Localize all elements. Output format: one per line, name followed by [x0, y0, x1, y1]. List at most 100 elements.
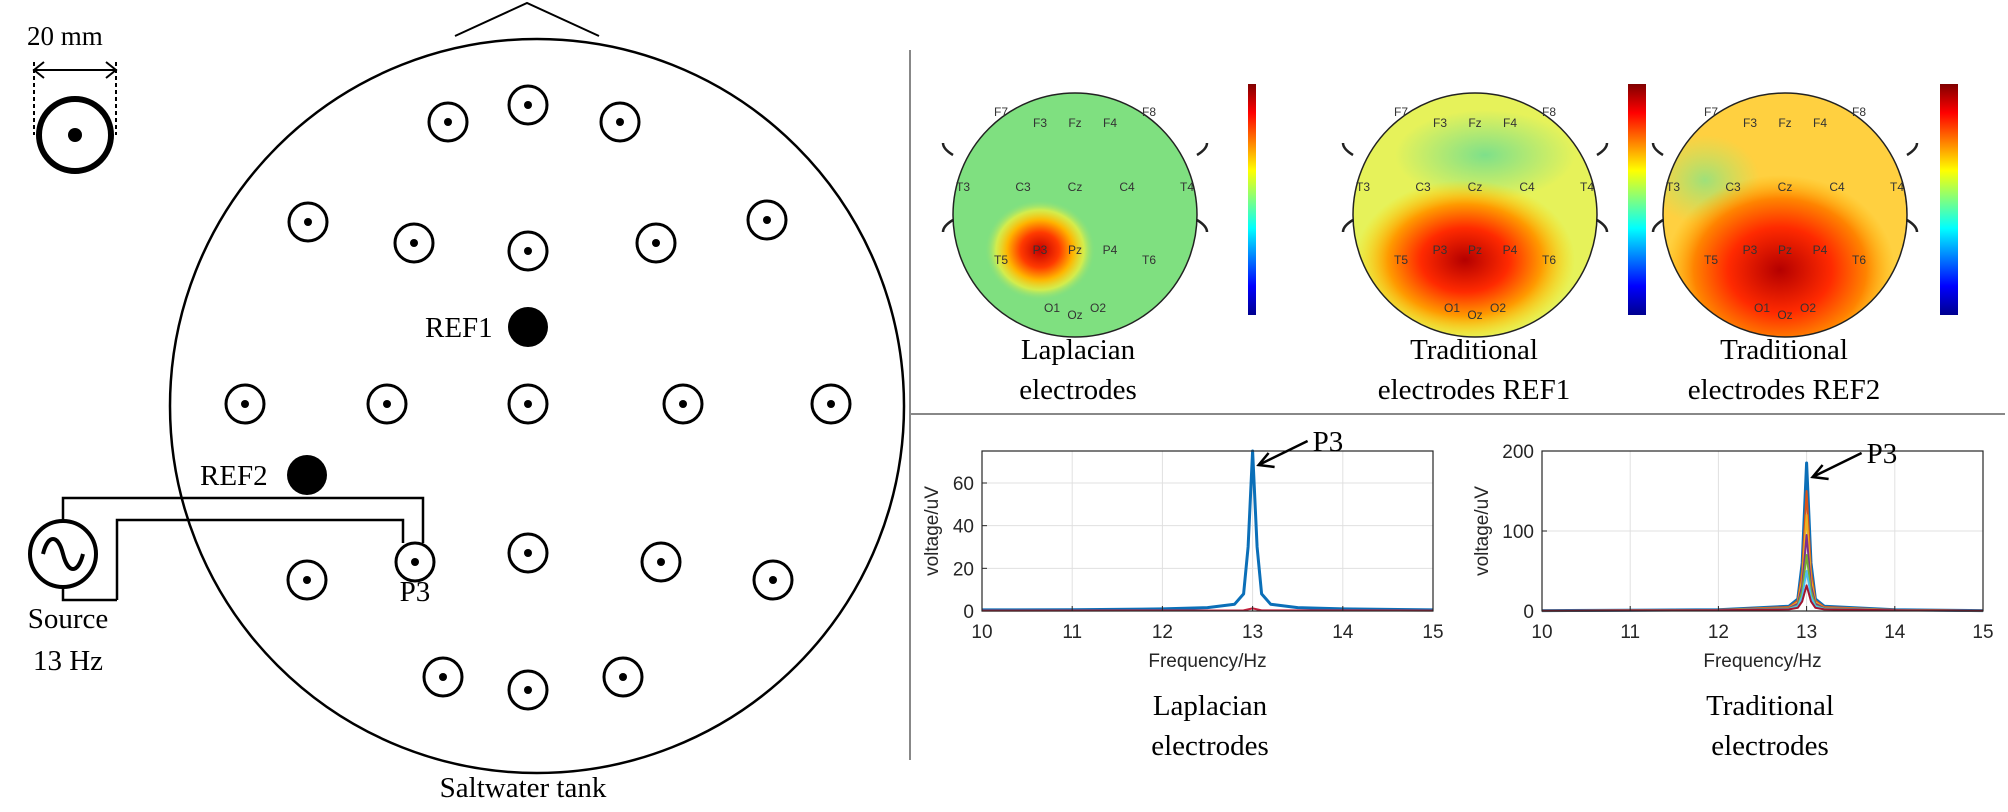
electrode-label: Oz: [1777, 308, 1792, 322]
electrode-label: T3: [1666, 180, 1680, 194]
topo-caption-line1: Traditional: [1410, 334, 1538, 366]
electrode-label: P4: [1503, 243, 1518, 257]
electrode-icon: [640, 541, 682, 583]
electrode-icon: [752, 559, 794, 601]
electrode-icon: [422, 656, 464, 698]
electrode-label: P3: [1033, 243, 1048, 257]
electrode-icon: [662, 383, 704, 425]
ref1-electrode: [508, 307, 548, 347]
topo-caption-line1: Laplacian: [1021, 334, 1136, 366]
peak-annotation-label: P3: [1867, 438, 1898, 470]
series-line: [1541, 554, 1984, 612]
electrode-label: T5: [1704, 253, 1718, 267]
ear-mark: [941, 218, 954, 233]
y-tick-label: 200: [1502, 442, 1534, 463]
electrode-label: Cz: [1468, 180, 1483, 194]
electrode-icon: [286, 559, 328, 601]
x-tick-label: 12: [1152, 622, 1173, 643]
colorbar: [1248, 84, 1256, 315]
series-line: [1541, 570, 1984, 612]
ref2-electrode: [287, 455, 327, 495]
x-tick-label: 11: [1062, 622, 1082, 643]
topo-hotspot: [985, 200, 1095, 300]
tank-diagram: 20 mm REF1 REF2 Source: [27, 1, 906, 804]
scale-electrode-icon: [36, 96, 114, 174]
ear-mark: [1651, 218, 1664, 233]
tank-label: Saltwater tank: [440, 772, 607, 804]
tank-nose: [454, 1, 600, 37]
electrode-icon: [394, 541, 436, 583]
electrode-label: T3: [956, 180, 970, 194]
x-tick-label: 10: [1531, 622, 1552, 643]
series-line: [1541, 534, 1984, 612]
electrode-icon: [599, 101, 641, 143]
y-tick-label: 20: [953, 559, 974, 580]
chart-caption-line1: Traditional: [1706, 690, 1834, 722]
x-tick-label: 11: [1620, 622, 1640, 643]
head-outline: [1352, 92, 1598, 338]
electrode-label: T4: [1180, 180, 1194, 194]
x-tick-label: 14: [1332, 622, 1354, 643]
electrode-label: F4: [1813, 116, 1827, 130]
electrode-label: Oz: [1467, 308, 1482, 322]
electrode-icon: [746, 199, 788, 241]
electrode-label: F3: [1433, 116, 1447, 130]
x-tick-label: 15: [1422, 622, 1443, 643]
electrode-label: T6: [1542, 253, 1556, 267]
source-wire-inner: [115, 518, 405, 600]
electrode-label: F7: [1704, 105, 1718, 119]
electrode-label: F7: [994, 105, 1008, 119]
source-wire-outer: [61, 496, 425, 543]
electrode-icon: [507, 84, 549, 126]
scale-arrow: [32, 61, 118, 135]
electrode-icon: [507, 532, 549, 574]
electrode-label: P3: [1433, 243, 1448, 257]
electrode-label: P4: [1103, 243, 1118, 257]
head-outline: [1662, 92, 1908, 338]
chart-caption-line2: electrodes: [1711, 730, 1829, 762]
electrode-label: F8: [1852, 105, 1866, 119]
electrode-label: Pz: [1778, 243, 1792, 257]
electrode-label: F4: [1503, 116, 1517, 130]
electrode-label: Cz: [1778, 180, 1793, 194]
ear-mark: [1596, 218, 1609, 233]
x-axis-label: Frequency/Hz: [1148, 651, 1266, 672]
series-line: [1541, 490, 1984, 612]
topo-hotspot: [1665, 175, 1895, 337]
series-line: [1541, 584, 1984, 612]
electrode-icon: [366, 383, 408, 425]
ac-source-icon: [28, 519, 98, 589]
electrode-icon: [224, 383, 266, 425]
y-axis-label: voltage/uV: [1472, 486, 1493, 576]
electrode-array: [224, 84, 852, 711]
electrode-label: F8: [1542, 105, 1556, 119]
electrode-label: T4: [1890, 180, 1904, 194]
electrode-icon: [602, 656, 644, 698]
series-line: [981, 449, 1434, 612]
electrode-label: F3: [1033, 116, 1047, 130]
electrode-label: T3: [1356, 180, 1370, 194]
electrode-label: Fz: [1068, 116, 1081, 130]
electrode-label: C4: [1119, 180, 1135, 194]
colorbar: [1940, 84, 1958, 315]
peak-annotation-arrow: [1256, 439, 1309, 469]
electrode-label: Pz: [1068, 243, 1082, 257]
electrode-label: P4: [1813, 243, 1828, 257]
ear-mark: [1341, 142, 1354, 157]
electrode-icon: [427, 101, 469, 143]
electrode-label: O1: [1754, 301, 1770, 315]
y-tick-label: 40: [953, 517, 974, 538]
electrode-label: O2: [1090, 301, 1106, 315]
electrode-label: C4: [1519, 180, 1535, 194]
electrode-label: F3: [1743, 116, 1757, 130]
electrode-label: P3: [1743, 243, 1758, 257]
ear-mark: [1651, 142, 1664, 157]
ref2-label: REF2: [200, 460, 268, 492]
